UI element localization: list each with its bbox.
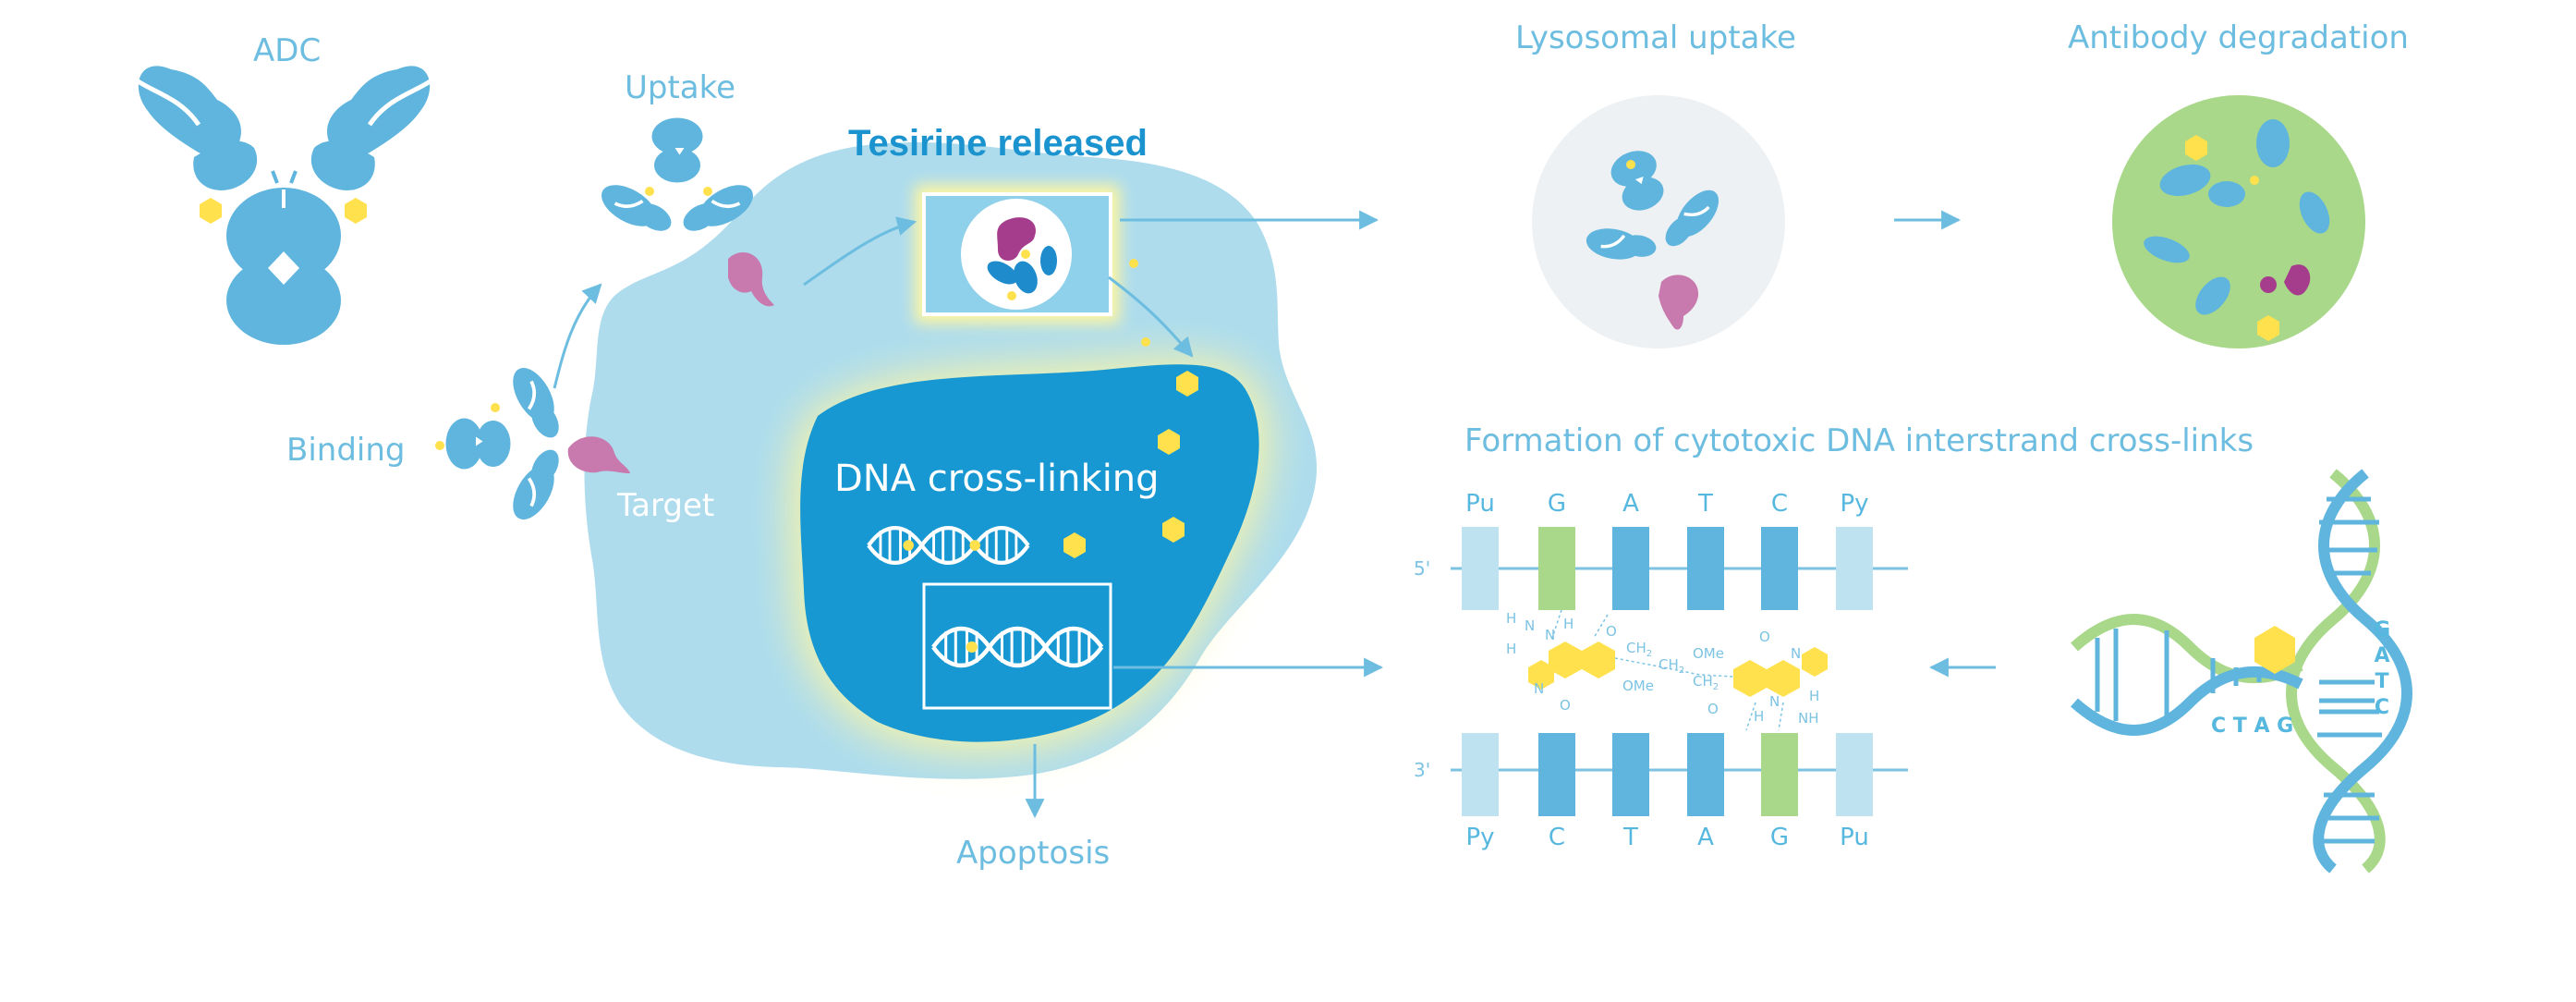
payload-dots — [1063, 259, 1198, 558]
degradation-circle — [2112, 95, 2365, 348]
chem-ome-1: OMe — [1622, 678, 1654, 694]
top-base-4: T — [1698, 490, 1713, 518]
arrows-left — [553, 210, 1996, 819]
chem-o-4: O — [1759, 629, 1770, 645]
chem-n-1: N — [1525, 617, 1536, 634]
crosslink-strands — [1451, 527, 1908, 816]
dna-helix-2-box — [922, 582, 1112, 710]
chem-nh: NH — [1798, 710, 1819, 727]
helix-letter-c: C — [2374, 696, 2390, 719]
antibody-degradation-label: Antibody degradation — [2068, 19, 2409, 56]
chem-h-3: H — [1506, 641, 1517, 657]
nucleus — [800, 364, 1259, 742]
crosslink-title: Formation of cytotoxic DNA interstrand c… — [1464, 422, 2254, 459]
helix-letters-horizontal: C T A G — [2211, 715, 2294, 738]
helix-letter-g: G — [2373, 618, 2391, 642]
adc-antibody-illustration — [132, 66, 436, 345]
binding-target — [435, 403, 630, 473]
crosslinked-helix — [2071, 469, 2412, 874]
five-prime-label: 5' — [1414, 557, 1431, 580]
chem-ch2-3-sub: 2 — [1712, 682, 1719, 692]
bottom-base-5: G — [1769, 824, 1790, 851]
helix-letter-t: T — [2375, 670, 2389, 693]
chem-ch2-1-sub: 2 — [1646, 649, 1653, 659]
three-prime-label: 3' — [1414, 759, 1431, 781]
apoptosis-label: Apoptosis — [956, 835, 1111, 872]
chem-h-5: H — [1809, 688, 1820, 704]
bottom-base-2: C — [1548, 824, 1566, 851]
lysosomal-uptake-label: Lysosomal uptake — [1515, 19, 1796, 56]
binding-label: Binding — [286, 432, 406, 469]
chem-o-1: O — [1606, 623, 1617, 640]
dna-helix-1 — [869, 528, 1028, 563]
top-base-1: Pu — [1465, 490, 1495, 518]
top-base-2: G — [1547, 490, 1567, 518]
chem-ch2-2: CH2 — [1659, 656, 1685, 676]
bottom-base-1: Py — [1465, 824, 1495, 851]
chem-h-1: H — [1506, 610, 1517, 627]
uptake-antibody — [592, 116, 774, 307]
helix-letter-a: A — [2374, 644, 2390, 667]
bottom-base-6: Pu — [1840, 824, 1869, 851]
dna-crosslinking-label: DNA cross-linking — [834, 458, 1160, 500]
chem-n-3: N — [1534, 680, 1545, 697]
chem-o-2: O — [1560, 697, 1571, 714]
top-base-3: A — [1622, 490, 1639, 518]
top-base-5: C — [1770, 490, 1789, 518]
adc-label: ADC — [253, 32, 322, 69]
chem-n-5: N — [1769, 693, 1780, 710]
chem-ch2-3: CH2 — [1693, 673, 1719, 692]
binding-antibody — [444, 359, 566, 529]
chem-ch2-2-sub: 2 — [1678, 666, 1685, 676]
target-label: Target — [617, 487, 715, 524]
chem-ome-2: OMe — [1693, 645, 1724, 662]
chem-n-2: N — [1545, 627, 1556, 643]
tesirine-released-label: Tesirine released — [848, 123, 1148, 164]
uptake-label: Uptake — [625, 69, 736, 106]
lysosome-circle — [1532, 95, 1785, 348]
chem-n-4: N — [1791, 645, 1802, 662]
bottom-base-4: A — [1697, 824, 1714, 851]
chem-o-3: O — [1707, 701, 1719, 717]
chem-h-2: H — [1563, 616, 1574, 632]
dna-helix-2 — [933, 629, 1101, 666]
top-base-6: Py — [1840, 490, 1869, 518]
bottom-base-3: T — [1623, 824, 1638, 851]
tesirine-box — [915, 185, 1120, 324]
chem-h-4: H — [1754, 708, 1765, 725]
chem-ch2-1: CH2 — [1626, 640, 1653, 659]
